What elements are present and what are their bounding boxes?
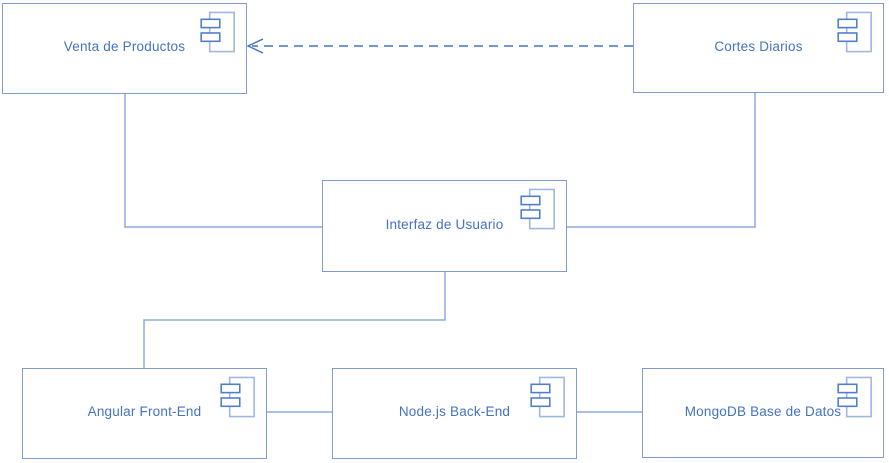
component-venta-de-productos[interactable]: Venta de Productos [2,3,247,94]
component-angular-front-end[interactable]: Angular Front-End [22,368,267,459]
component-mongodb-base-de-datos[interactable]: MongoDB Base de Datos [642,368,884,458]
uml-component-icon [530,375,567,420]
component-cortes-diarios[interactable]: Cortes Diarios [633,3,884,93]
uml-component-icon [837,375,874,420]
uml-component-icon [837,10,874,55]
edge-venta-to-interfaz[interactable] [124,94,322,228]
uml-component-icon [200,10,237,55]
component-label: Venta de Productos [63,39,186,54]
edge-interfaz-to-angular[interactable] [143,272,446,368]
edge-cortes-to-interfaz[interactable] [567,93,756,228]
component-interfaz-de-usuario[interactable]: Interfaz de Usuario [322,180,567,272]
component-label: Node.js Back-End [398,404,511,419]
component-label: MongoDB Base de Datos [684,403,842,419]
uml-component-icon [520,187,557,232]
component-nodejs-back-end[interactable]: Node.js Back-End [332,368,577,459]
component-label: Angular Front-End [87,404,202,419]
open-arrowhead-icon [246,38,264,54]
component-label: Cortes Diarios [714,38,803,54]
uml-component-icon [220,375,257,420]
component-label: Interfaz de Usuario [385,216,504,232]
